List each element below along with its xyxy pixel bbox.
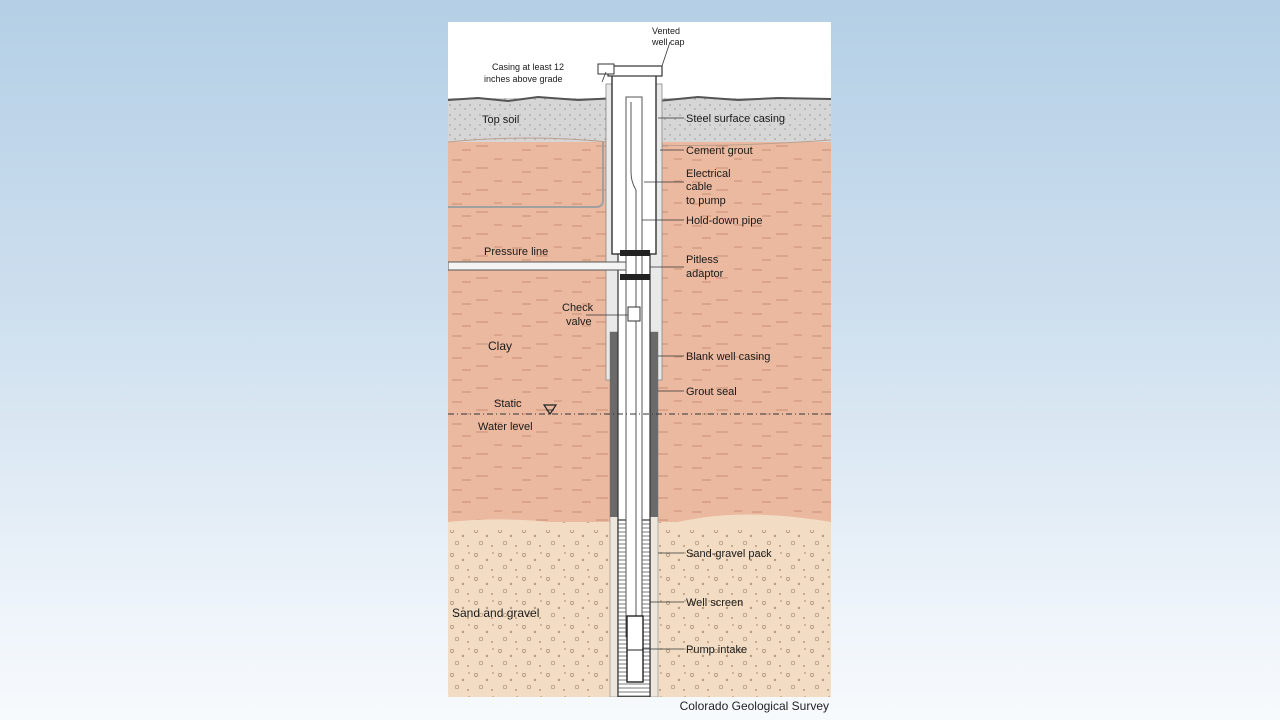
cement-grout-label: Cement grout	[686, 145, 753, 157]
source-credit: Colorado Geological Survey	[679, 699, 829, 713]
pitless-adaptor-bottom	[620, 274, 650, 280]
water-level-icon	[542, 404, 558, 416]
steel-surface-casing-label: Steel surface casing	[686, 113, 785, 125]
pump	[626, 615, 644, 683]
sand-gravel-label: Sand and gravel	[452, 606, 539, 620]
well-diagram: Vented well cap Casing at least 12 inche…	[448, 22, 831, 697]
pitless-adaptor-label-2: adaptor	[686, 268, 724, 280]
vented-label-2: well cap	[651, 37, 685, 47]
hold-down-pipe	[625, 96, 643, 638]
electrical-cable-label-3: to pump	[686, 195, 726, 207]
pitless-adaptor-label-1: Pitless	[686, 254, 719, 266]
well-cross-section: Vented well cap Casing at least 12 inche…	[448, 26, 831, 697]
grout-seal-left	[610, 332, 618, 517]
electrical-cable-label-2: cable	[686, 181, 712, 193]
well-cap	[607, 65, 663, 77]
leader-lines	[586, 41, 684, 650]
pitless-adaptor-top	[620, 250, 650, 256]
check-valve-label-1: Check	[562, 302, 594, 314]
pump-intake-label: Pump intake	[686, 644, 747, 656]
check-valve	[627, 306, 641, 322]
sand-gravel-pack-label: Sand-gravel pack	[686, 548, 772, 560]
hold-down-pipe-label: Hold-down pipe	[686, 215, 762, 227]
top-soil-label: Top soil	[482, 114, 519, 126]
pressure-line-label: Pressure line	[484, 246, 548, 258]
blank-well-casing-label: Blank well casing	[686, 351, 770, 363]
pressure-line	[448, 261, 627, 271]
electrical-cable-label-1: Electrical	[686, 168, 731, 180]
check-valve-label-2: valve	[566, 316, 592, 328]
grout-seal-right	[650, 332, 658, 517]
static-water-label-1: Static	[494, 398, 522, 410]
casing-above-grade-label-2: inches above grade	[484, 74, 563, 84]
vented-label-1: Vented	[652, 26, 680, 36]
well-screen-label: Well screen	[686, 597, 743, 609]
clay-label: Clay	[488, 339, 512, 353]
electrical-cable	[630, 102, 637, 632]
grout-seal-label: Grout seal	[686, 386, 737, 398]
static-water-label-2: Water level	[478, 421, 533, 433]
casing-above-grade-label-1: Casing at least 12	[492, 62, 564, 72]
